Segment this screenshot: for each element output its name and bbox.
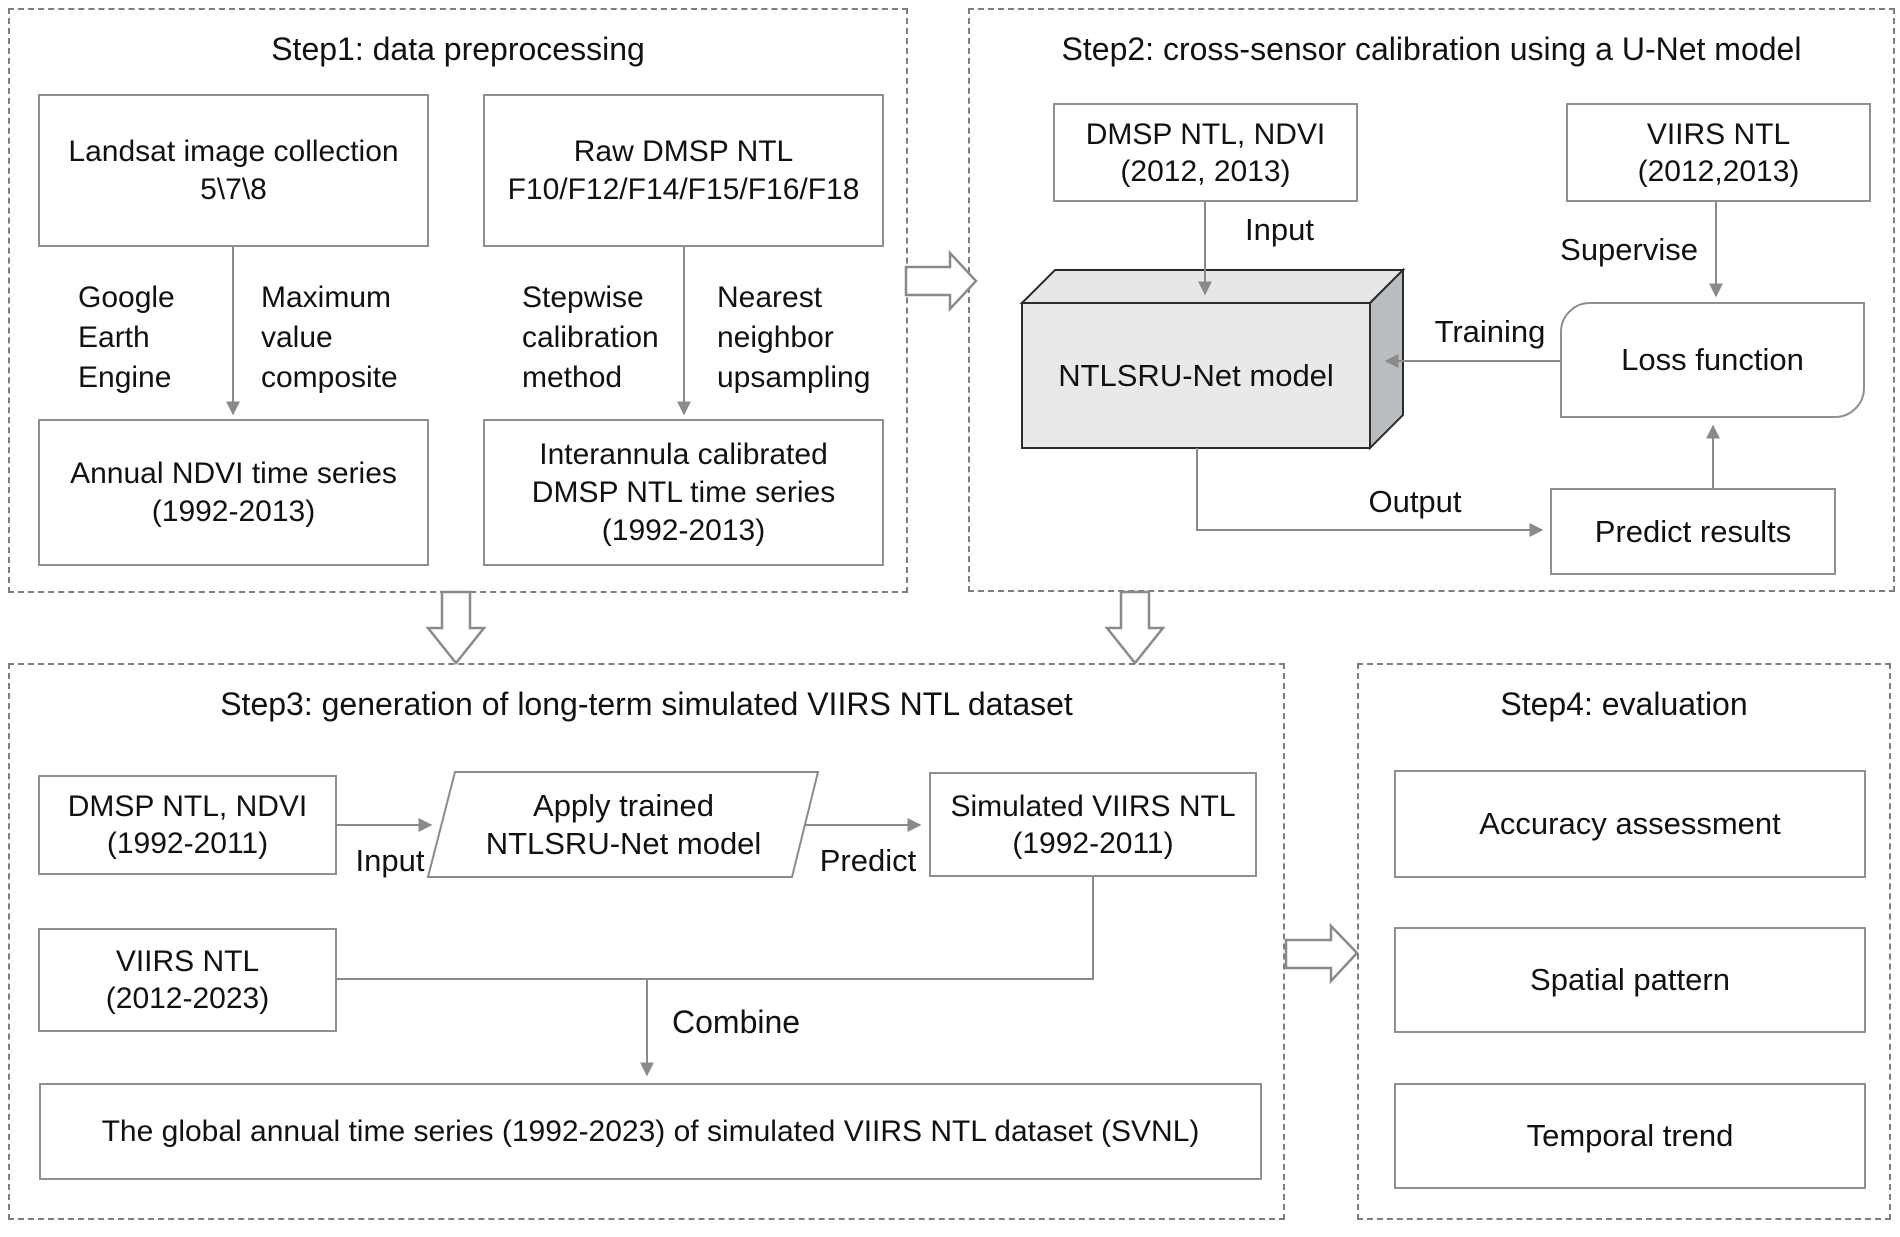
simulated-viirs-box: Simulated VIIRS NTL (1992-2011) (929, 772, 1257, 877)
stepwise-calibration-label: Stepwise calibration method (522, 281, 659, 394)
step4-title: Step4: evaluation (1500, 686, 1748, 722)
box-line: (1992-2013) (601, 513, 766, 547)
box-line: DMSP NTL, NDVI (1085, 117, 1326, 151)
annual-ndvi-box: Annual NDVI time series (1992-2013) (38, 419, 429, 566)
box-line: (1992-2013) (151, 494, 316, 528)
step2-output-label: Output (1368, 484, 1462, 519)
maximum-value-composite-label: Maximum value composite (261, 281, 398, 394)
step3-predict-label: Predict (819, 843, 917, 878)
box-line: DMSP NTL time series (531, 475, 836, 509)
step3-input-label: Input (355, 843, 425, 878)
box-line: VIIRS NTL (115, 945, 260, 978)
box-line: Simulated VIIRS NTL (950, 789, 1236, 823)
box-line: VIIRS NTL (1646, 117, 1791, 151)
svnl-result-box: The global annual time series (1992-2023… (39, 1083, 1262, 1180)
box-line: 5\7\8 (200, 172, 267, 206)
box-line: DMSP NTL, NDVI (67, 790, 308, 823)
dmsp-ndvi-1992-box: DMSP NTL, NDVI (1992-2011) (38, 775, 337, 875)
box-line: Temporal trend (1526, 1118, 1734, 1153)
dmsp-ndvi-2012-box: DMSP NTL, NDVI (2012, 2013) (1053, 103, 1358, 202)
box-line: Raw DMSP NTL (573, 134, 794, 168)
box-line: Spatial pattern (1530, 962, 1730, 997)
box-line: The global annual time series (1992-2023… (101, 1114, 1200, 1148)
box-line: Accuracy assessment (1479, 806, 1781, 841)
step3-combine-label: Combine (672, 1004, 801, 1040)
spatial-pattern-box: Spatial pattern (1394, 927, 1866, 1033)
model-3d-box-side-face (1369, 267, 1404, 451)
temporal-trend-box: Temporal trend (1394, 1083, 1866, 1189)
step2-input-label: Input (1245, 212, 1314, 247)
step3-panel (8, 663, 1285, 1220)
step2-title: Step2: cross-sensor calibration using a … (1061, 31, 1802, 67)
calibrated-dmsp-box: Interannula calibrated DMSP NTL time ser… (483, 419, 884, 566)
model-3d-box-front-face (1021, 302, 1371, 449)
google-earth-engine-label: Google Earth Engine (78, 281, 175, 394)
step1-title: Step1: data preprocessing (271, 31, 645, 67)
box-line: Predict results (1594, 513, 1792, 549)
box-line: Landsat image collection (68, 134, 399, 168)
box-line: (2012, 2013) (1120, 154, 1291, 188)
box-line: Annual NDVI time series (70, 456, 397, 490)
loss-function-box: Loss function (1560, 302, 1865, 418)
apply-model-label: Apply trained NTLSRU-Net model (485, 787, 762, 861)
step3-merge-connector-line (337, 877, 1094, 980)
box-line: (1992-2011) (1012, 826, 1174, 860)
apply-model-parallelogram (426, 771, 820, 878)
box-line: F10/F12/F14/F15/F16/F18 (507, 172, 860, 206)
nearest-neighbor-label: Nearest neighbor upsampling (717, 281, 871, 394)
predict-results-box: Predict results (1550, 488, 1836, 575)
box-line: (2012,2013) (1637, 154, 1800, 188)
box-line: Interannula calibrated (539, 437, 828, 471)
block-arrow-step2-to-step3-icon (1104, 590, 1166, 666)
ntlsru-model-label: NTLSRU-Net model (1058, 357, 1334, 393)
viirs-2012-box: VIIRS NTL (2012,2013) (1566, 103, 1871, 202)
step2-output-arrow (1196, 448, 1544, 537)
step2-training-label: Training (1434, 314, 1546, 349)
box-line: (1992-2011) (106, 827, 269, 860)
box-line: (2012-2023) (105, 982, 270, 1015)
raw-dmsp-box: Raw DMSP NTL F10/F12/F14/F15/F16/F18 (483, 94, 884, 247)
accuracy-assessment-box: Accuracy assessment (1394, 770, 1866, 878)
block-arrow-step1-to-step2-icon (904, 249, 978, 313)
step3-title: Step3: generation of long-term simulated… (220, 686, 1073, 722)
model-3d-box-top-face (1019, 269, 1406, 304)
box-line: Loss function (1621, 342, 1804, 377)
block-arrow-step3-to-step4-icon (1284, 922, 1359, 985)
block-arrow-step1-to-step3-icon (425, 590, 487, 666)
step4-panel (1357, 663, 1891, 1220)
step2-panel (968, 8, 1895, 592)
viirs-2012-2023-box: VIIRS NTL (2012-2023) (38, 928, 337, 1032)
landsat-collection-box: Landsat image collection 5\7\8 (38, 94, 429, 247)
step2-supervise-label: Supervise (1560, 232, 1698, 267)
